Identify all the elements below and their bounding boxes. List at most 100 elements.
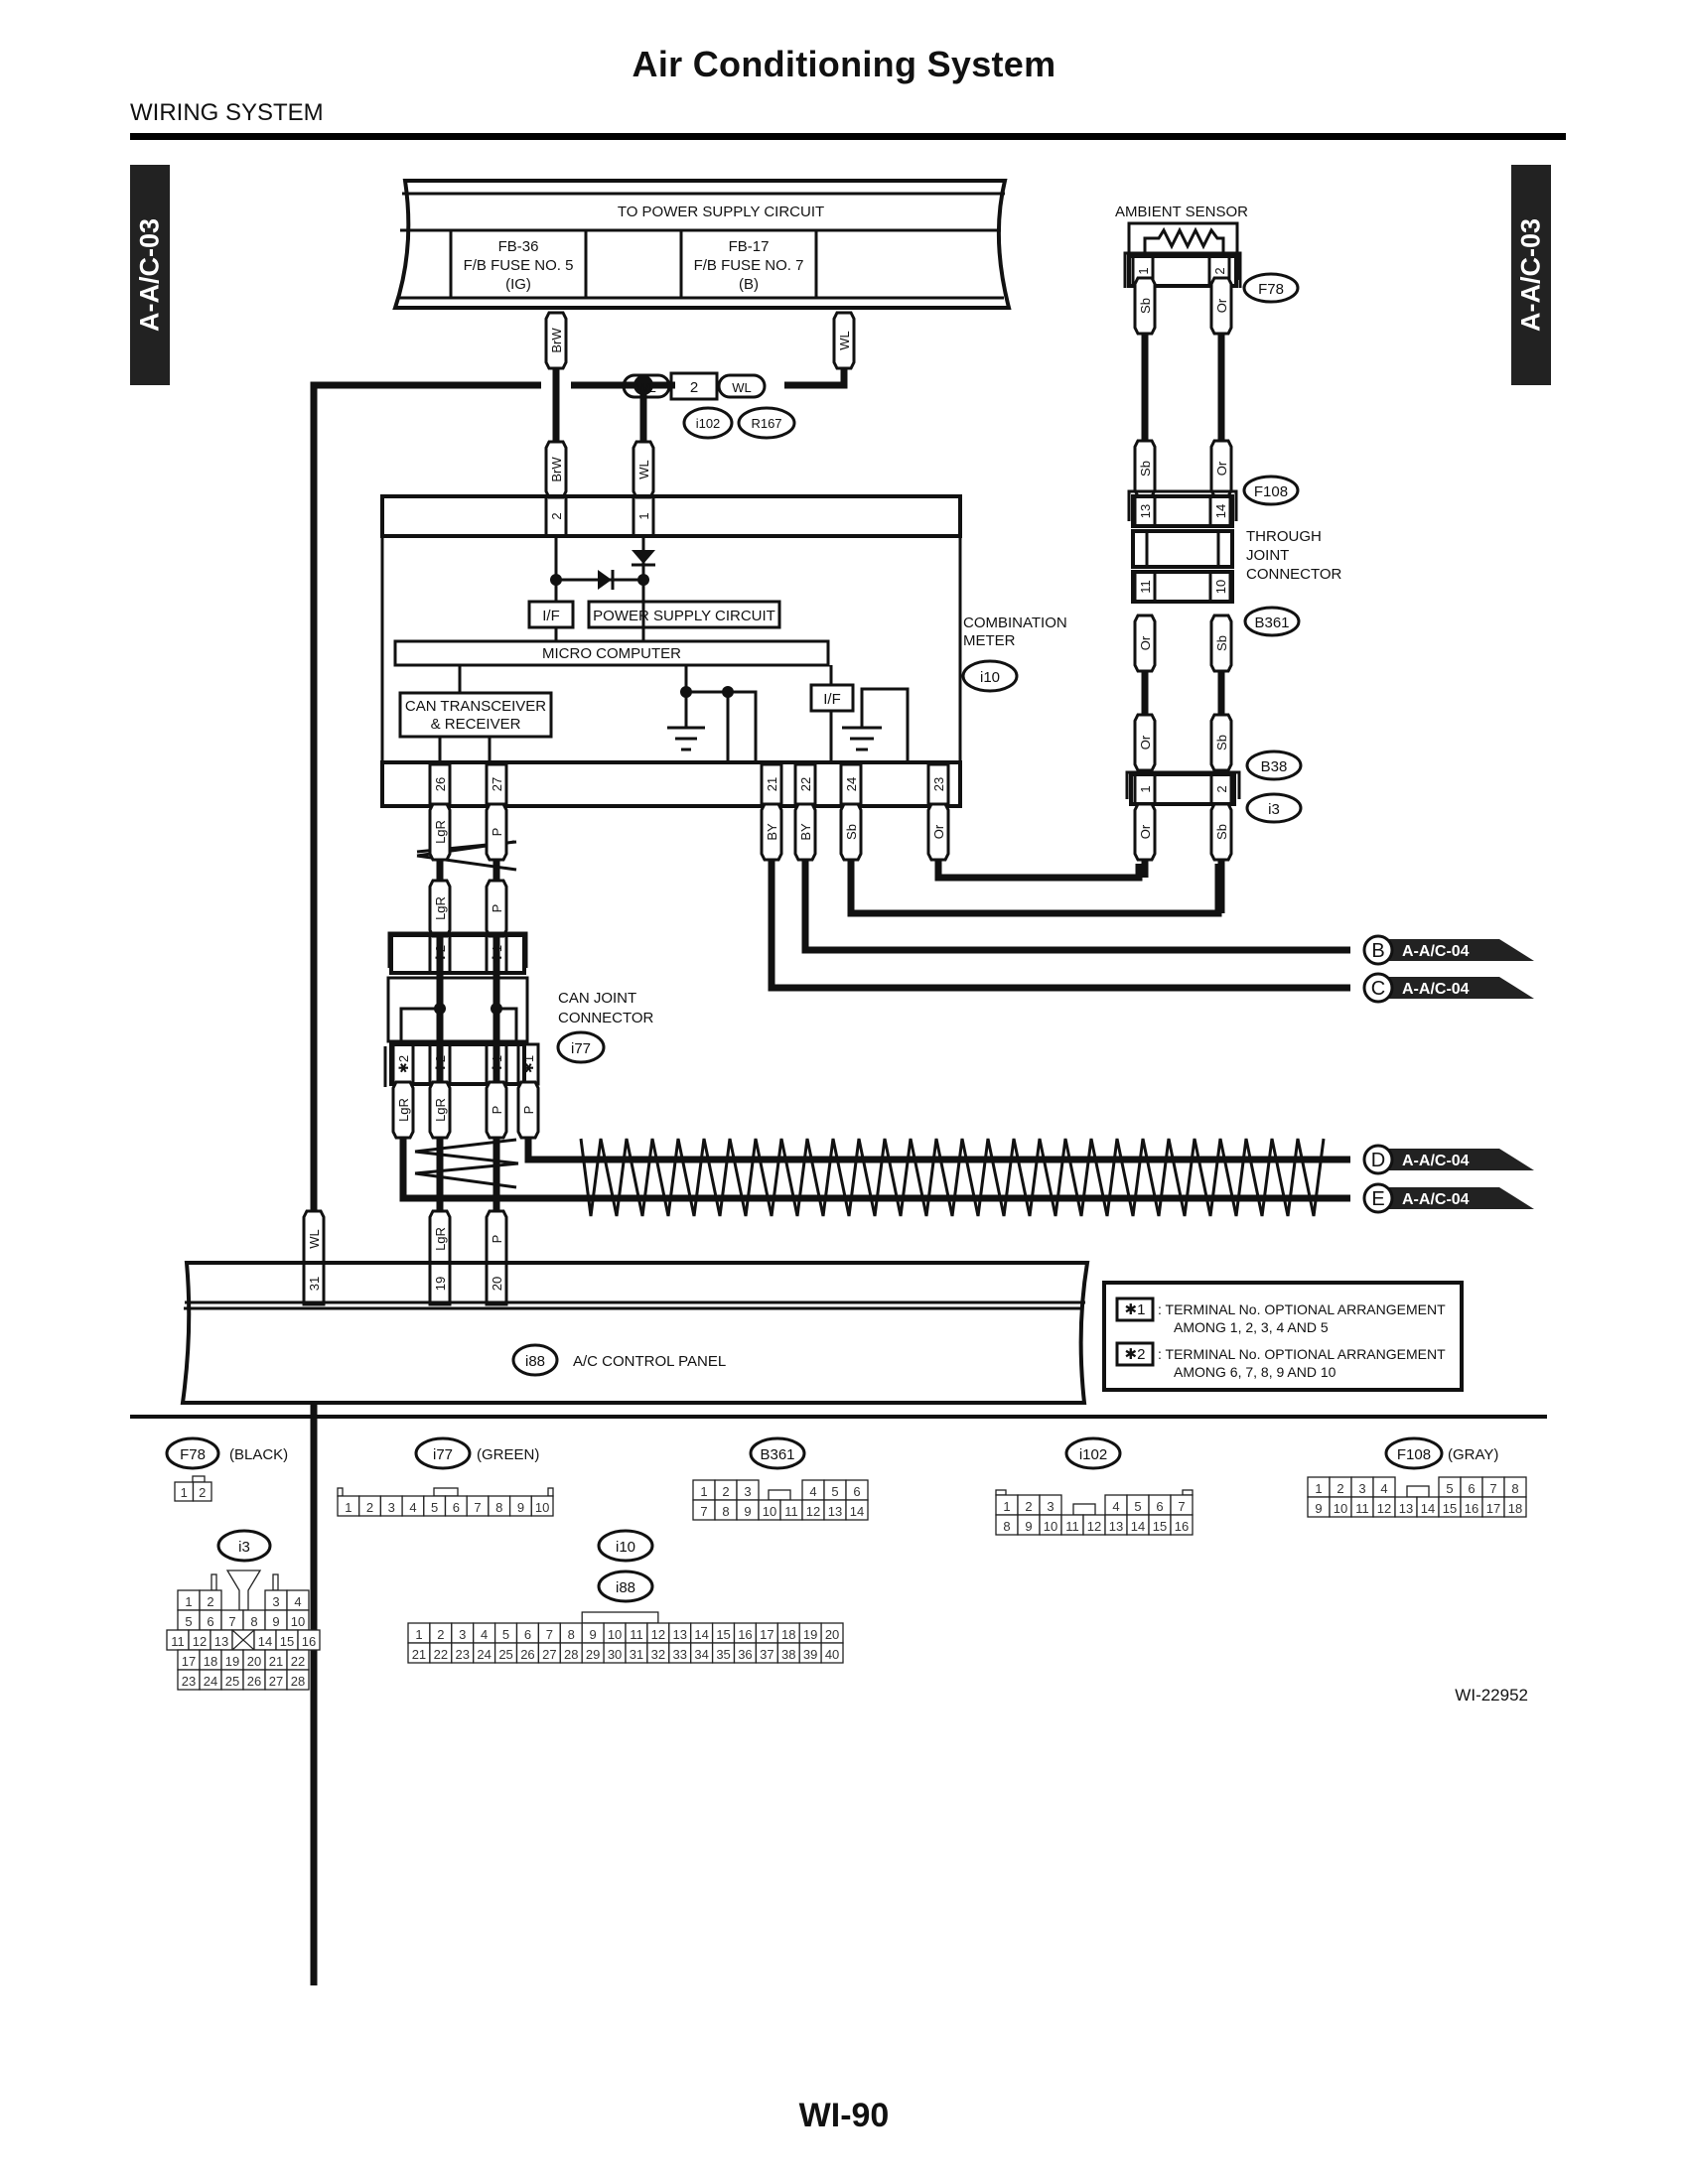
pin-cell: 26 (247, 1674, 261, 1689)
pin-cell: 11 (1065, 1519, 1079, 1534)
pin-cell: 8 (250, 1614, 257, 1629)
pin-cell: 6 (524, 1627, 531, 1642)
off-page-ref[interactable]: A-A/C-04 (1402, 943, 1470, 960)
pin-cell: 15 (716, 1627, 730, 1642)
connector-id-b38: B38 (1261, 758, 1288, 775)
can-bottom-pin: ✱2 (396, 1055, 411, 1073)
wire-tag-sb-b361: Sb (1209, 614, 1233, 673)
off-page-letter: B (1371, 940, 1384, 962)
pin-cell: 18 (204, 1654, 217, 1669)
pin-cell: 4 (409, 1500, 416, 1515)
connector-id-r167: R167 (751, 416, 781, 431)
svg-text:Sb: Sb (1214, 735, 1229, 751)
off-page-letter: D (1371, 1150, 1385, 1171)
header-rule (130, 133, 1566, 140)
can-joint-label-2: CONNECTOR (558, 1010, 654, 1026)
pin-cell: 27 (542, 1647, 556, 1662)
fuse-right-type: (B) (739, 276, 759, 293)
power-supply-block: POWER SUPPLY CIRCUIT (593, 608, 775, 624)
pin-cell: 4 (294, 1594, 301, 1609)
off-page-connector-e[interactable]: E A-A/C-04 (1362, 1182, 1534, 1214)
off-page-ref[interactable]: A-A/C-04 (1402, 981, 1470, 998)
pin-cell: 30 (608, 1647, 622, 1662)
pin-cell: 3 (459, 1627, 466, 1642)
through-joint-label-2: JOINT (1246, 547, 1289, 564)
ambient-sensor: AMBIENT SENSOR 1 2 F78 (1115, 204, 1300, 304)
svg-text:P: P (490, 1235, 504, 1244)
face-i102: i102 (1064, 1436, 1122, 1470)
wire-tag-sb-b38: Sb (1209, 713, 1233, 772)
connector-id-i102: i102 (696, 416, 721, 431)
pin-cell: 23 (182, 1674, 196, 1689)
svg-text:Sb: Sb (844, 824, 859, 840)
face-color-i77: (GREEN) (477, 1446, 539, 1463)
pin-cell: 6 (1156, 1499, 1163, 1514)
pin-cell: 16 (738, 1627, 752, 1642)
face-id-i77: i77 (433, 1446, 453, 1463)
pin-cell: 11 (171, 1634, 185, 1649)
can-bottom-pin: ✱2 (433, 1055, 448, 1073)
wire-tag-p-can-1: P (485, 1080, 508, 1140)
pin-cell: 8 (1003, 1519, 1010, 1534)
wire-tag-or-f108: Or (1209, 439, 1233, 498)
pin-cell: 12 (1377, 1501, 1391, 1516)
wire-label-wl: WL (732, 380, 752, 395)
face-f78: F78 (BLACK) (165, 1436, 288, 1470)
pin-cell: 29 (586, 1647, 600, 1662)
legend-text-2a: : TERMINAL No. OPTIONAL ARRANGEMENT (1158, 1346, 1446, 1362)
svg-text:BY: BY (765, 823, 779, 841)
pin-cell: 3 (744, 1484, 751, 1499)
svg-text:LgR: LgR (433, 896, 448, 920)
off-page-ref[interactable]: A-A/C-04 (1402, 1191, 1470, 1208)
pin-cell: 22 (291, 1654, 305, 1669)
connector-id-f108: F108 (1254, 483, 1288, 500)
wire-tag-lgr-can-top: LgR (428, 879, 452, 938)
wire-tag-by-21: BY (760, 802, 783, 862)
wire-tag-lgr-can-1: LgR (391, 1080, 415, 1140)
pin-cell: 3 (1047, 1499, 1054, 1514)
pin-cell: 3 (272, 1594, 279, 1609)
pin-cell: 2 (199, 1485, 206, 1500)
svg-text:WL: WL (636, 460, 651, 479)
can-top-pin-1: ✱1 (490, 945, 504, 963)
pin-cell: 14 (694, 1627, 708, 1642)
wire-tag-p-meter: P (485, 802, 508, 862)
meter-pin-2: 2 (549, 512, 564, 519)
pin-cell: 7 (1489, 1481, 1496, 1496)
b38-pin-1: 1 (1138, 785, 1153, 792)
can-transceiver-line1: CAN TRANSCEIVER (405, 698, 546, 715)
pin-cell: 7 (700, 1504, 707, 1519)
svg-text:LgR: LgR (433, 1098, 448, 1122)
can-transceiver-line2: & RECEIVER (431, 716, 521, 733)
face-id-i10: i10 (616, 1539, 635, 1556)
legend-text-2b: AMONG 6, 7, 8, 9 AND 10 (1174, 1364, 1336, 1380)
svg-text:Or: Or (1138, 735, 1153, 750)
pin-cell: 31 (630, 1647, 643, 1662)
off-page-connector-d[interactable]: D A-A/C-04 (1362, 1144, 1534, 1175)
pin-cell: 25 (225, 1674, 239, 1689)
pin-cell: 19 (803, 1627, 817, 1642)
wire-tag-sb-i3: Sb (1209, 802, 1233, 862)
pin-cell: 10 (1044, 1519, 1057, 1534)
f78-pin-1: 1 (1136, 267, 1151, 274)
panel-pin-31: 31 (307, 1277, 322, 1291)
pin-cell: 5 (185, 1614, 192, 1629)
wire-tag-lgr-meter: LgR (428, 802, 452, 862)
meter-pin: 27 (490, 777, 504, 791)
pin-cell: 15 (1443, 1501, 1457, 1516)
svg-text:Or: Or (1214, 298, 1229, 313)
power-supply-box: TO POWER SUPPLY CIRCUIT FB-36 F/B FUSE N… (392, 179, 1012, 310)
off-page-connector-b[interactable]: B A-A/C-04 (1362, 934, 1534, 966)
fuse-right-name: F/B FUSE NO. 7 (694, 257, 804, 274)
pin-cell: 12 (193, 1634, 207, 1649)
off-page-letter: E (1371, 1188, 1384, 1210)
pin-cell: 4 (1112, 1499, 1119, 1514)
pin-cell: 16 (1465, 1501, 1478, 1516)
off-page-ref[interactable]: A-A/C-04 (1402, 1153, 1470, 1169)
pin-cell: 12 (651, 1627, 665, 1642)
pin-cell: 23 (456, 1647, 470, 1662)
panel-pin-19: 19 (433, 1277, 448, 1291)
